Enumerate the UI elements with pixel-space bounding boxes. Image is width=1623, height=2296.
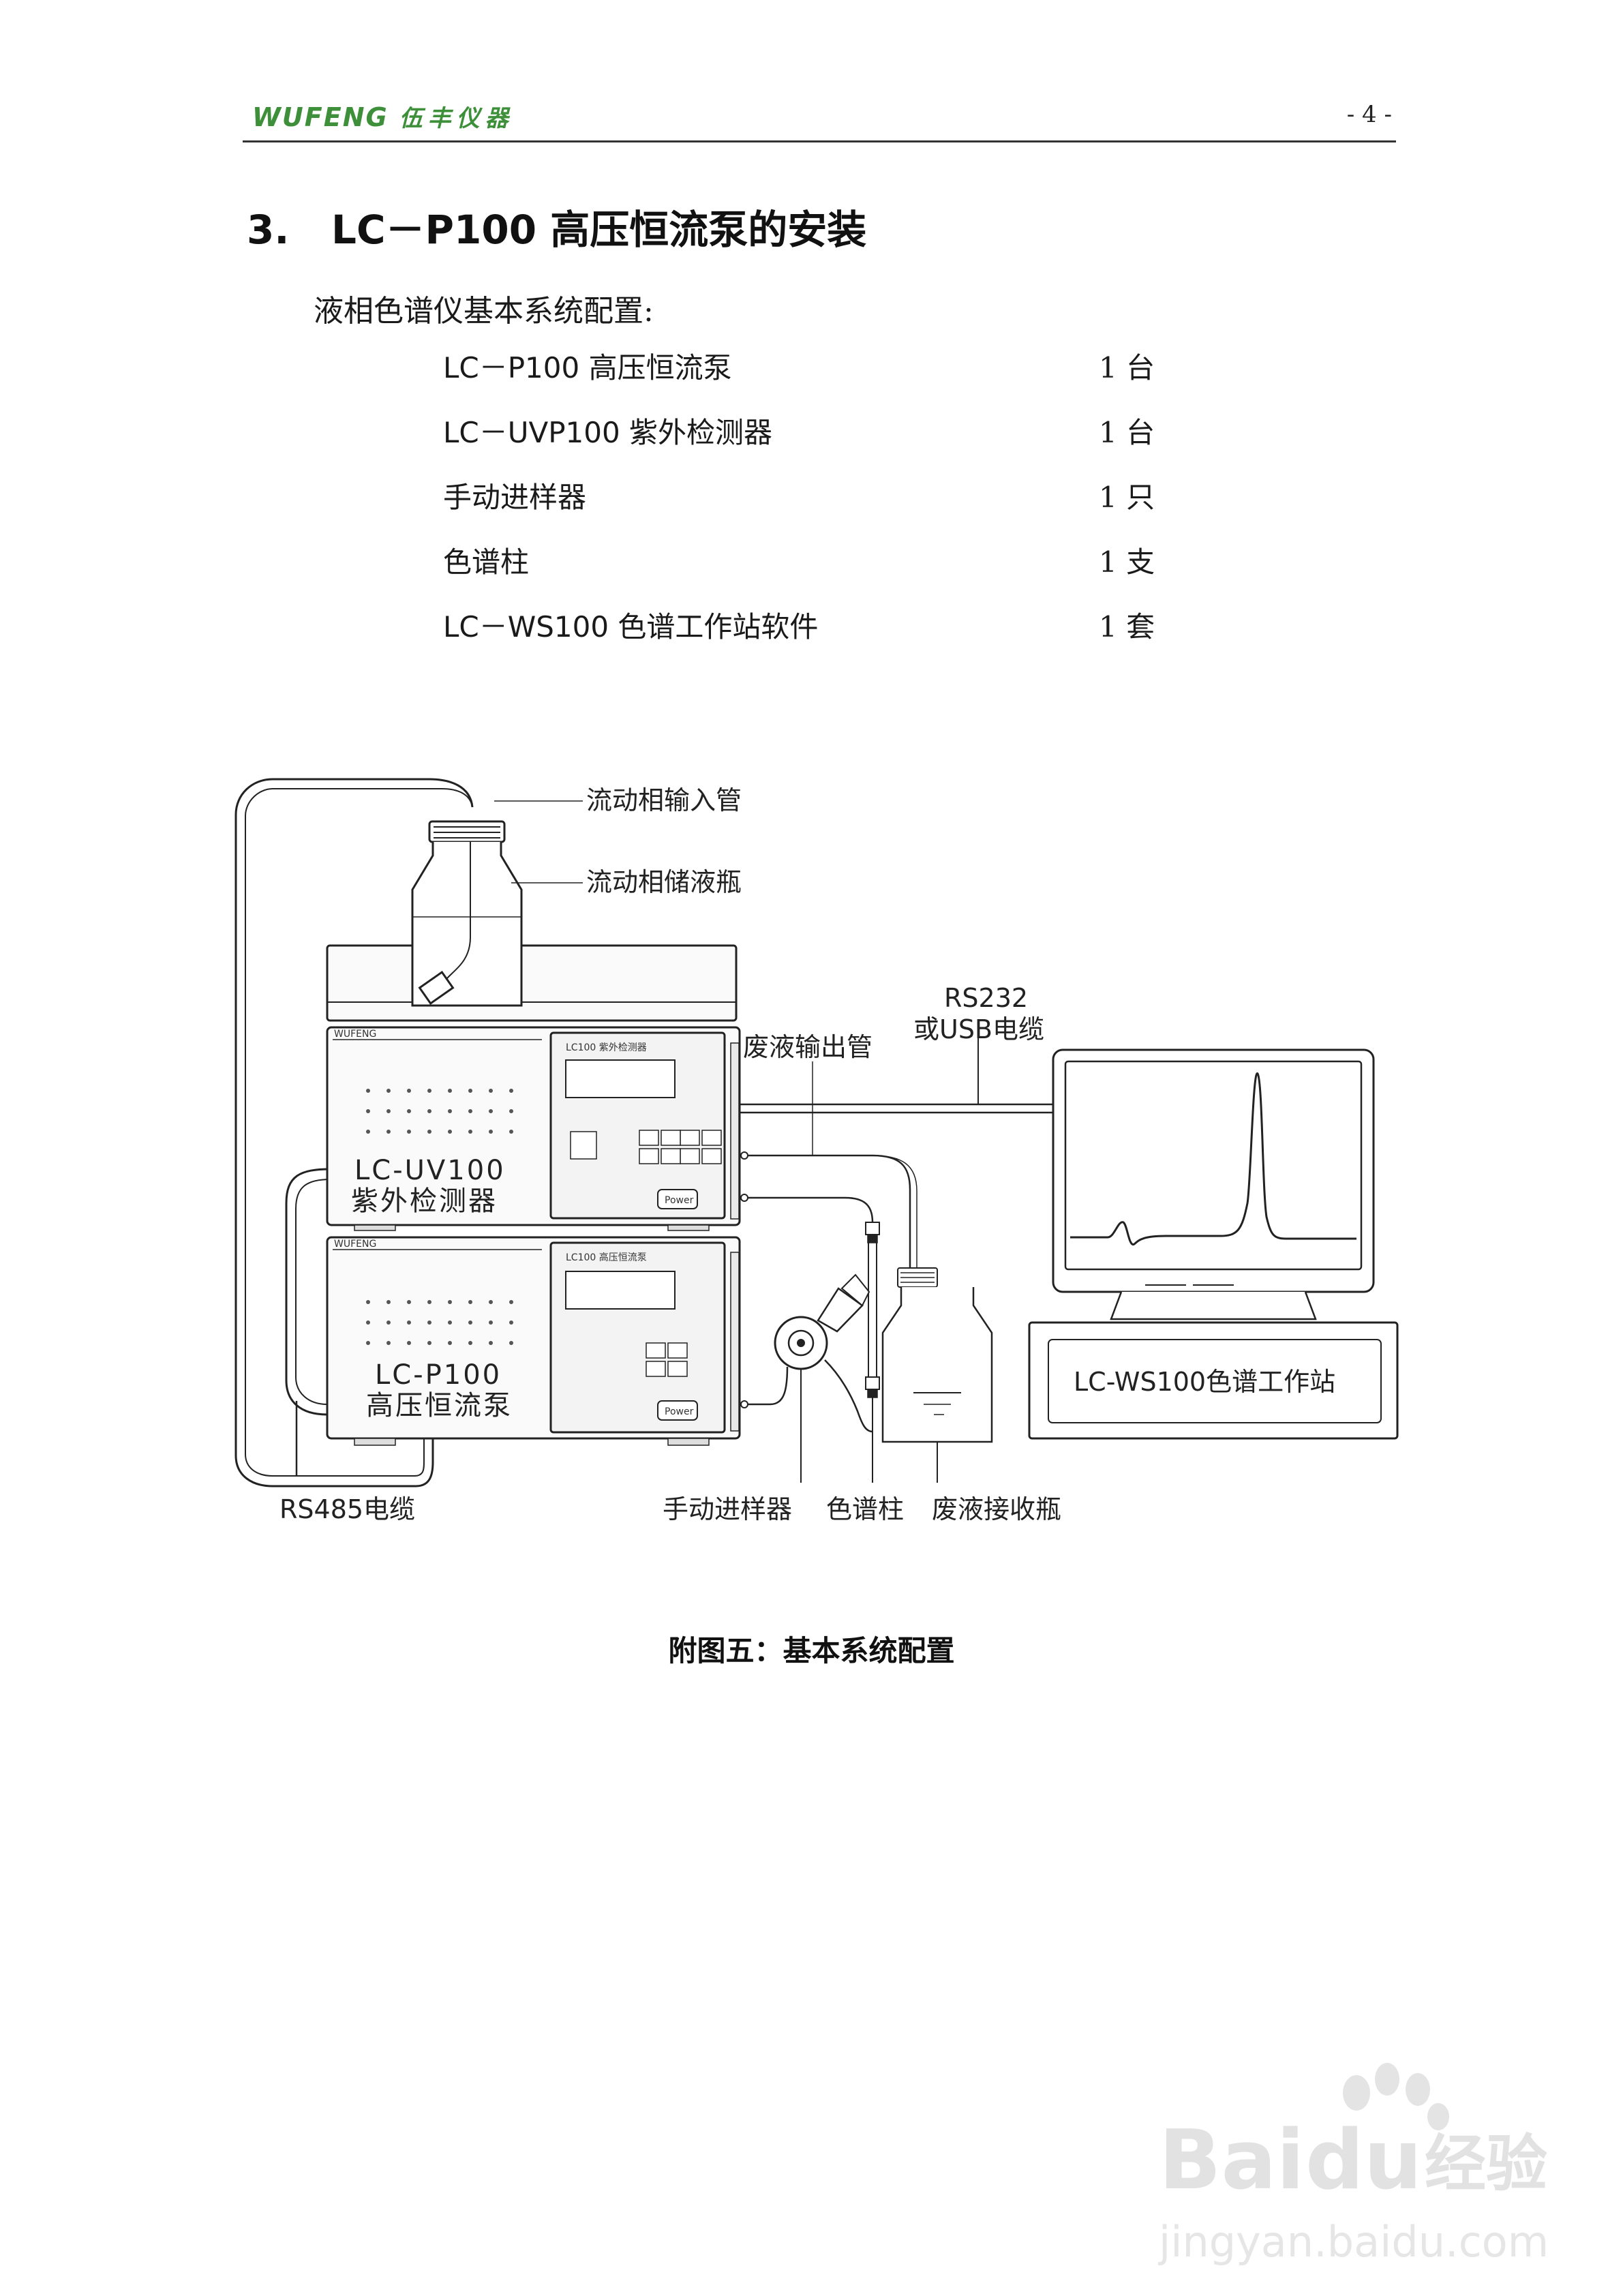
item-name: LC－P100 高压恒流泵: [443, 351, 732, 384]
callout-rs485: RS485电缆: [279, 1494, 415, 1524]
detector-brand: WUFENG: [334, 1029, 376, 1040]
list-item: LC－P100 高压恒流泵 1 台: [443, 345, 1166, 410]
callout-waste-bottle: 废液接收瓶: [932, 1494, 1061, 1524]
manual-injector: [748, 1273, 873, 1483]
callout-inlet-tube: 流动相输入管: [586, 785, 742, 815]
baidu-watermark-logo: Bai du 经验 jingyan.baidu.com: [1157, 2063, 1549, 2267]
list-item: LC－UVP100 紫外检测器 1 台: [443, 410, 1166, 474]
item-quantity: 1 套: [1099, 610, 1155, 644]
pump-unit: [326, 1236, 741, 1446]
item-quantity: 1 台: [1099, 416, 1155, 449]
callout-injector: 手动进样器: [663, 1494, 792, 1524]
svg-text:jingyan.baidu.com: jingyan.baidu.com: [1157, 2217, 1547, 2267]
item-name: LC－UVP100 紫外检测器: [443, 416, 773, 449]
detector-vent-grid: [366, 1089, 513, 1134]
item-name: 手动进样器: [443, 481, 587, 514]
system-diagram-svg: WUFENG LC100 紫外检测器 LC-UV100 紫外检测器 Power …: [234, 778, 1399, 1524]
callout-usb-cable: 或USB电缆: [913, 1014, 1044, 1044]
inlet-tube: [234, 778, 474, 1487]
reservoir-bottle: [411, 820, 523, 1007]
item-name: 色谱柱: [443, 545, 530, 579]
page-number: - 4 -: [1346, 101, 1392, 128]
brand-latin-name: WUFENG: [252, 102, 389, 132]
section-title: 3. LC－P100 高压恒流泵的安装: [247, 198, 866, 255]
workstation-label: LC-WS100色谱工作站: [1074, 1367, 1335, 1397]
detector-power-label: Power: [665, 1195, 694, 1206]
list-item: 色谱柱 1 支: [443, 539, 1166, 604]
rs485-cable: [285, 1168, 331, 1416]
svg-text:经验: 经验: [1425, 2128, 1547, 2200]
intro-text: 液相色谱仪基本系统配置:: [314, 294, 654, 329]
system-diagram: WUFENG LC100 紫外检测器 LC-UV100 紫外检测器 Power …: [225, 767, 1404, 1561]
baidu-watermark: Bai du 经验 jingyan.baidu.com: [1152, 2052, 1549, 2270]
item-quantity: 1 支: [1099, 545, 1155, 579]
list-item: 手动进样器 1 只: [443, 474, 1166, 539]
workstation-base: [1028, 1321, 1399, 1440]
chromatogram-trace: [1070, 1072, 1356, 1245]
brand-logo: WUFENG 伍丰仪器: [252, 100, 514, 133]
item-quantity: 1 只: [1099, 481, 1155, 514]
pump-power-label: Power: [665, 1406, 694, 1417]
figure-caption: 附图五：基本系统配置: [668, 1634, 955, 1667]
waste-tube: [748, 1154, 911, 1268]
detector-name: 紫外检测器: [351, 1185, 498, 1217]
svg-text:du: du: [1305, 2113, 1422, 2208]
item-quantity: 1 台: [1099, 351, 1155, 384]
section-title-text: LC－P100 高压恒流泵的安装: [331, 207, 867, 253]
pump-brand: WUFENG: [334, 1239, 376, 1250]
brand-chinese-name: 伍丰仪器: [399, 105, 514, 132]
callout-column: 色谱柱: [826, 1494, 904, 1524]
monitor: [1052, 1048, 1375, 1320]
svg-text:Bai: Bai: [1159, 2113, 1305, 2208]
config-list: LC－P100 高压恒流泵 1 台 LC－UVP100 紫外检测器 1 台 手动…: [443, 345, 1166, 669]
callout-rs232: RS232: [944, 983, 1028, 1013]
detector-model: LC-UV100: [354, 1155, 506, 1186]
detector-unit: [326, 1026, 741, 1231]
item-name: LC－WS100 色谱工作站软件: [443, 610, 819, 644]
callout-waste-outlet: 废液输出管: [743, 1032, 873, 1062]
callout-reservoir: 流动相储液瓶: [586, 867, 742, 897]
list-item: LC－WS100 色谱工作站软件 1 套: [443, 604, 1166, 669]
detector-panel-title: LC100 紫外检测器: [566, 1042, 647, 1053]
solvent-tray: [326, 944, 738, 1022]
waste-bottle: [881, 1267, 993, 1483]
pump-model: LC-P100: [375, 1359, 502, 1391]
page-header: WUFENG 伍丰仪器 - 4 -: [243, 95, 1396, 142]
section-number: 3.: [247, 207, 290, 253]
column: [865, 1222, 880, 1483]
pump-name: 高压恒流泵: [366, 1390, 513, 1421]
pump-panel-title: LC100 高压恒流泵: [566, 1252, 647, 1263]
pump-vent-grid: [366, 1300, 513, 1345]
